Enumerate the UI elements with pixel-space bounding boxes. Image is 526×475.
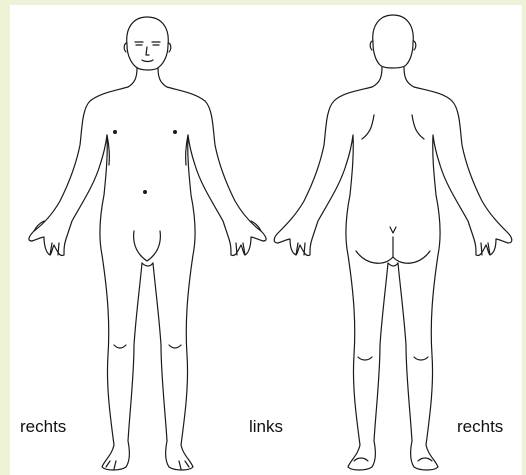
label-links: links — [249, 418, 283, 435]
human-body-back-icon — [10, 5, 522, 475]
label-rechts-front: rechts — [20, 418, 66, 435]
label-rechts-back: rechts — [457, 418, 503, 435]
body-chart-panel: rechts links rechts — [10, 5, 522, 475]
